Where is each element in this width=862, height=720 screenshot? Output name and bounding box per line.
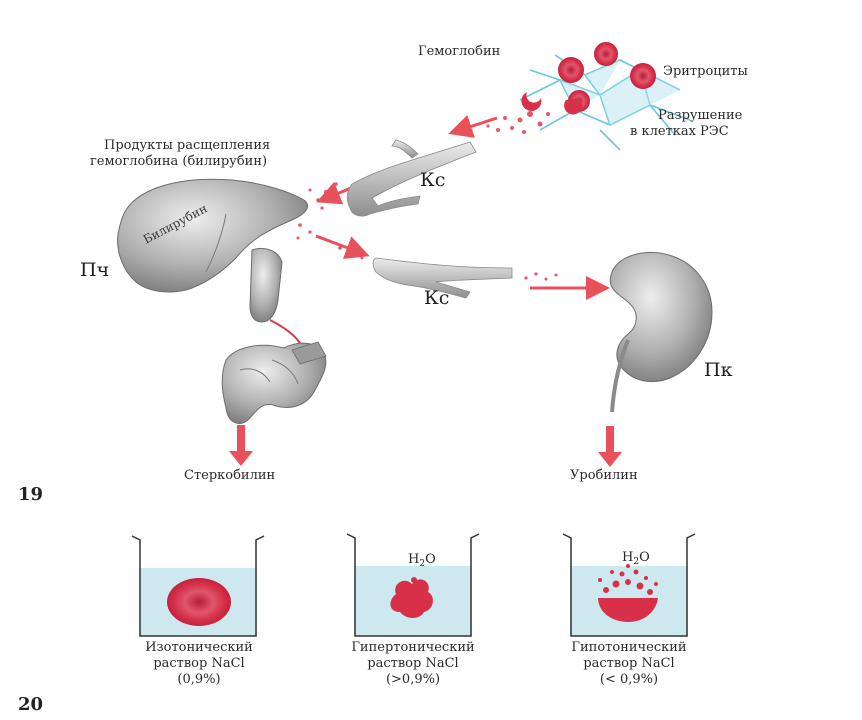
kidney-label: Пк xyxy=(704,362,732,378)
destruction-label-1: Разрушение xyxy=(658,108,742,124)
caption-line-3: (>0,9%) xyxy=(332,672,494,688)
products-label-2: гемоглобина (билирубин) xyxy=(90,154,267,170)
kidney xyxy=(610,253,712,412)
water-label-hypotonic: H2O xyxy=(622,550,650,570)
vessel-upper-label: Кс xyxy=(420,172,445,188)
water-h: H xyxy=(622,550,633,565)
urobilin-label: Уробилин xyxy=(570,468,638,484)
caption-line-3: (< 0,9%) xyxy=(548,672,710,688)
vessel-upper xyxy=(347,140,476,216)
hemoglobin-label: Гемоглобин xyxy=(418,44,500,60)
caption-line-2: раствор NaCl xyxy=(118,656,280,672)
liver-label: Пч xyxy=(80,262,109,278)
stercobilin-label: Стеркобилин xyxy=(184,468,275,484)
water-o: O xyxy=(425,552,436,567)
water-label-hypertonic: H2O xyxy=(408,552,436,572)
water-o: O xyxy=(639,550,650,565)
figure-number-19: 19 xyxy=(18,484,43,505)
caption-line-2: раствор NaCl xyxy=(332,656,494,672)
bile-duct xyxy=(250,249,282,323)
caption-hypotonic: Гипотонический раствор NaCl (< 0,9%) xyxy=(548,640,710,688)
products-label-1: Продукты расщепления xyxy=(104,138,270,154)
caption-line-1: Гипертонический xyxy=(332,640,494,656)
figure-number-20: 20 xyxy=(18,694,43,715)
destruction-label-2: в клетках РЭС xyxy=(630,124,729,140)
caption-line-1: Изотонический xyxy=(118,640,280,656)
beaker-isotonic xyxy=(132,536,264,636)
vessel-lower-label: Кс xyxy=(424,290,449,306)
caption-line-2: раствор NaCl xyxy=(548,656,710,672)
caption-line-3: (0,9%) xyxy=(118,672,280,688)
erythrocytes-label: Эритроциты xyxy=(663,64,748,80)
beaker-hypertonic xyxy=(347,534,479,636)
rbc-normal xyxy=(167,578,231,626)
caption-line-1: Гипотонический xyxy=(548,640,710,656)
caption-hypertonic: Гипертонический раствор NaCl (>0,9%) xyxy=(332,640,494,688)
caption-isotonic: Изотонический раствор NaCl (0,9%) xyxy=(118,640,280,688)
intestine xyxy=(222,342,326,424)
water-h: H xyxy=(408,552,419,567)
down-arrows xyxy=(229,425,622,467)
